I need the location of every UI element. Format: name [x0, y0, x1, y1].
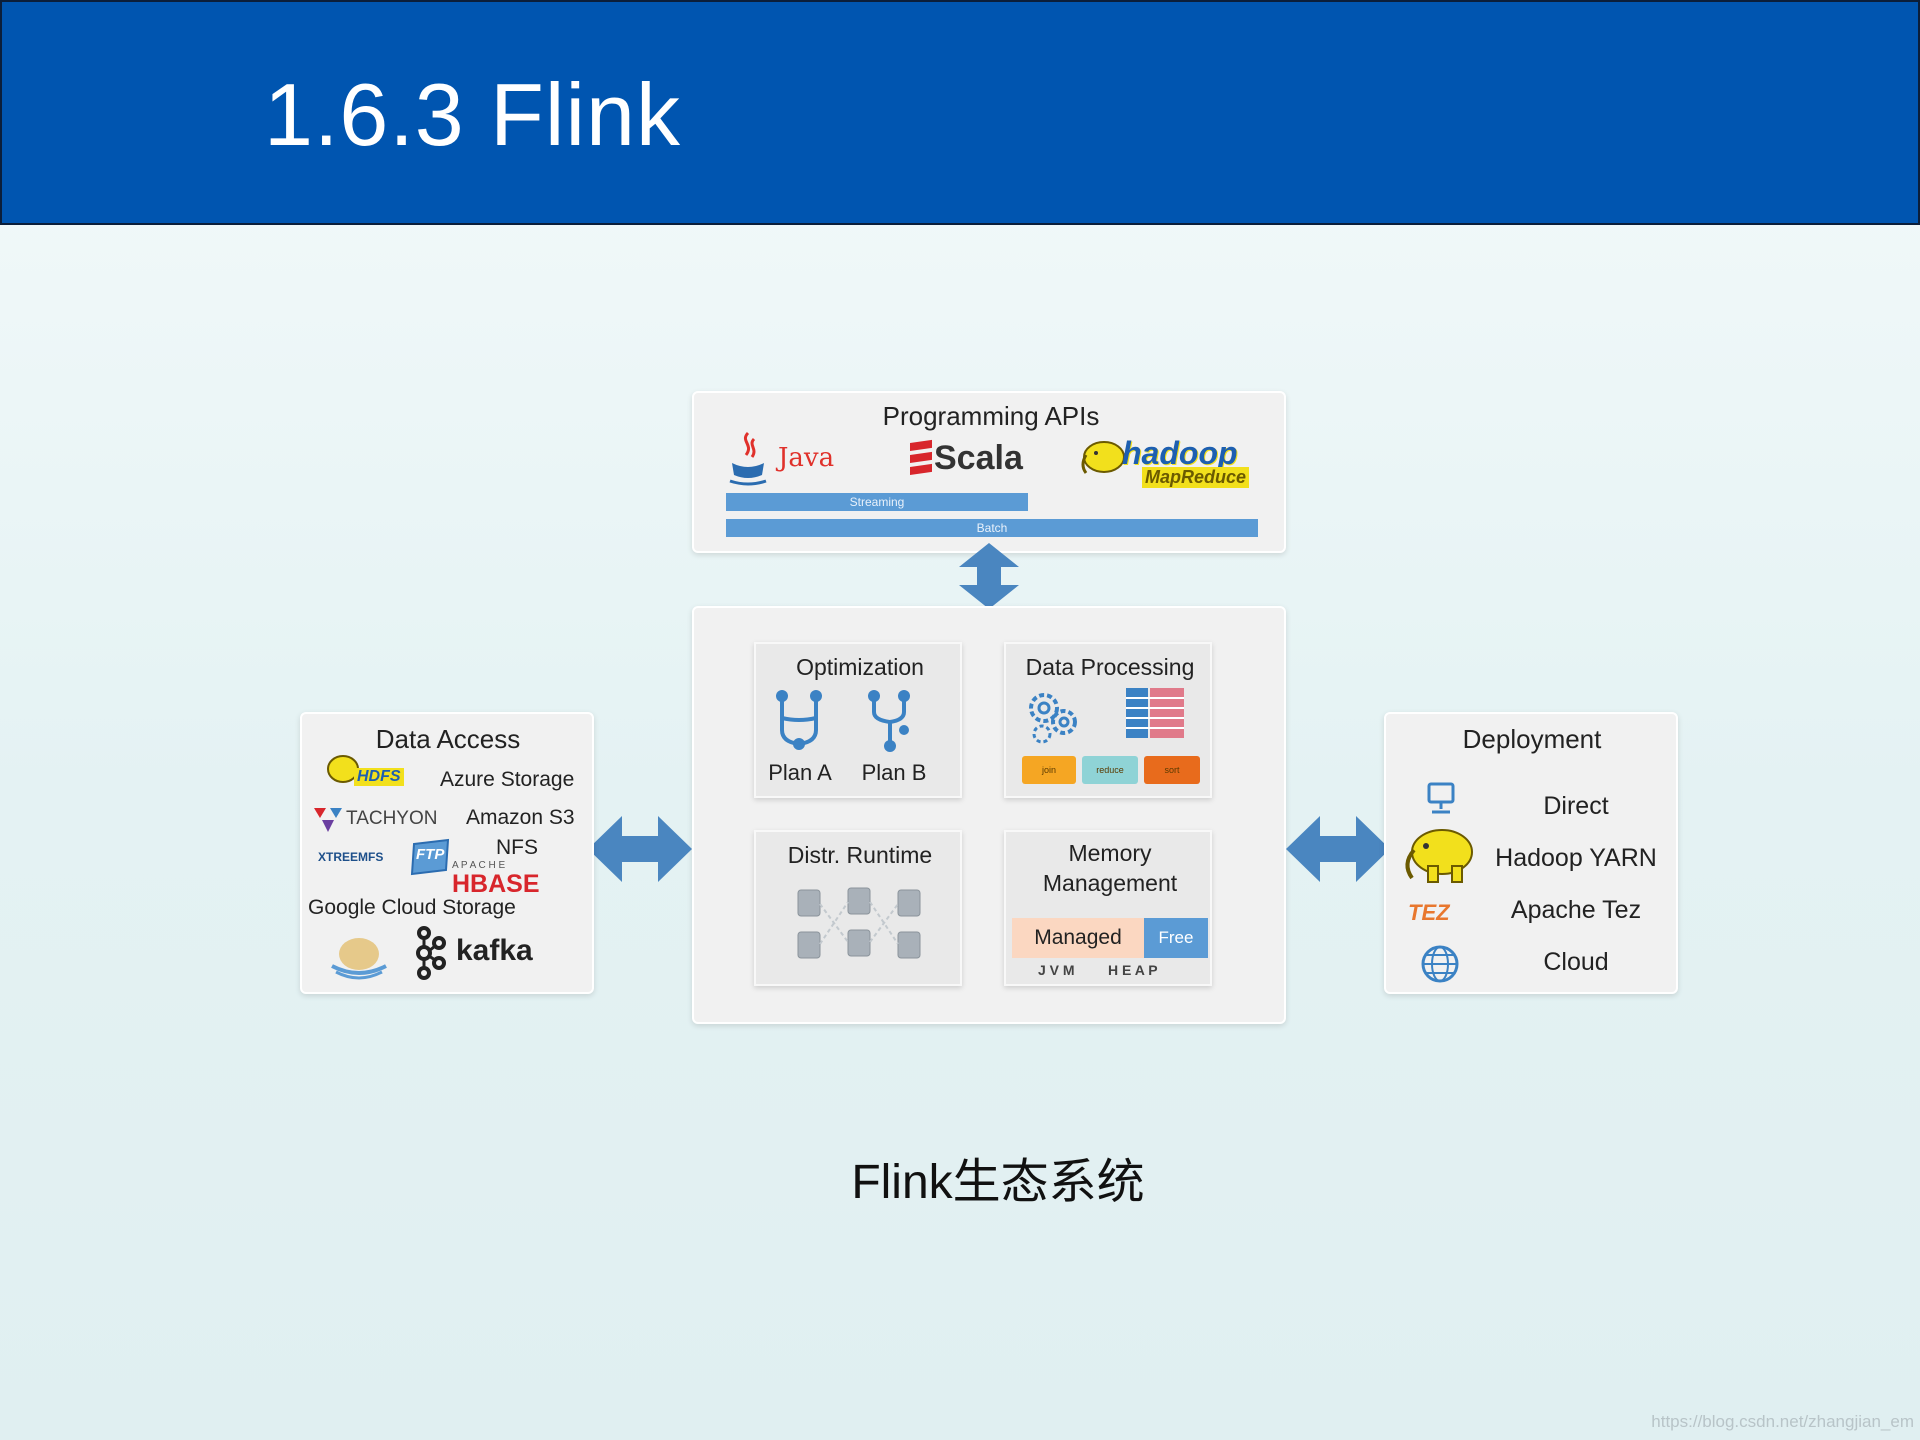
distr-runtime-title: Distr. Runtime [787, 842, 933, 868]
kafka-logo-text: kafka [456, 934, 533, 967]
watermark: https://blog.csdn.net/zhangjian_em [1651, 1412, 1914, 1431]
double-arrow-icon [1286, 816, 1390, 882]
slide-header: 1.6.3 Flink [0, 0, 1920, 225]
deployment-item-apache-tez: Apache Tez [1510, 896, 1642, 924]
hadoop-logo-text: hadoop [1122, 435, 1238, 471]
free-block: Free [1144, 918, 1208, 958]
data-access-title: Data Access [375, 724, 521, 754]
plan-a-label: Plan A [768, 760, 832, 785]
java-cup-icon [729, 431, 767, 486]
plan-graph-icon [776, 690, 822, 750]
distr-runtime-box: Distr. Runtime [754, 830, 962, 986]
jvm-label: J V M [1038, 962, 1075, 978]
programming-apis-panel: Programming APIs Java Scala hadoop MapRe… [692, 391, 1286, 553]
optimization-box: Optimization Plan A Plan B [754, 642, 962, 798]
tez-logo-text: TEZ [1408, 900, 1450, 925]
sort-tag: sort [1144, 756, 1200, 784]
hadoop-elephant-icon [1081, 441, 1125, 474]
xtreemfs-logo-text: XTREEMFS [318, 850, 384, 864]
monitor-icon [1427, 782, 1455, 814]
hbase-logo-text: HBASE [452, 870, 540, 898]
flink-core-panel: Optimization Plan A Plan B Data Processi… [692, 606, 1286, 1024]
plan-b-label: Plan B [861, 760, 927, 785]
deployment-panel: Deployment Direct Hadoop YARN TEZ Apache… [1384, 712, 1678, 994]
memory-title-line1: Memory [1068, 840, 1152, 866]
heap-label: H E A P [1108, 962, 1158, 978]
slide-title: 1.6.3 Flink [264, 65, 681, 164]
join-tag: join [1022, 756, 1076, 784]
plan-graph-icon [868, 690, 910, 752]
deployment-item-hadoop-yarn: Hadoop YARN [1495, 844, 1657, 872]
memory-title-line2: Management [1042, 870, 1178, 896]
scala-icon [910, 439, 932, 475]
table-icon [1126, 688, 1184, 738]
azure-storage-label: Azure Storage [440, 768, 575, 791]
google-cloud-storage-label: Google Cloud Storage [308, 896, 516, 919]
nfs-label: NFS [496, 836, 538, 859]
diagram-caption: Flink生态系统 [851, 1156, 1145, 1209]
data-access-panel: Data Access HDFS Azure Storage TACHYON A… [300, 712, 594, 994]
batch-bar: Batch [726, 519, 1258, 537]
deployment-item-cloud: Cloud [1543, 948, 1609, 976]
apache-label: A P A C H E [452, 860, 506, 871]
optimization-title: Optimization [796, 654, 924, 680]
amazon-s3-label: Amazon S3 [466, 806, 575, 829]
hadoop-elephant-icon [1405, 829, 1473, 883]
java-logo-text: Java [778, 443, 835, 473]
deployment-title: Deployment [1462, 724, 1602, 754]
ftp-icon [410, 838, 450, 876]
managed-block: Managed [1012, 918, 1144, 958]
reduce-tag: reduce [1082, 756, 1138, 784]
hdfs-logo-text: HDFS [354, 768, 404, 786]
tachyon-logo-text: TACHYON [346, 808, 438, 829]
data-processing-title: Data Processing [1025, 654, 1195, 680]
programming-apis-title: Programming APIs [882, 401, 1100, 431]
ftp-logo-text: FTP [416, 846, 445, 863]
gears-icon [1029, 693, 1077, 744]
memory-management-box: Memory Management Managed Free J V M H E… [1004, 830, 1212, 986]
streaming-bar: Streaming [726, 493, 1028, 511]
data-processing-box: Data Processing join reduce sort [1004, 642, 1212, 798]
server-icon [797, 887, 921, 959]
double-arrow-icon [959, 543, 1019, 609]
globe-icon [1421, 945, 1459, 983]
scala-logo-text: Scala [934, 439, 1023, 477]
kafka-icon [416, 926, 446, 980]
cassandra-icon [331, 938, 387, 980]
double-arrow-icon [588, 816, 692, 882]
deployment-item-direct: Direct [1543, 792, 1609, 820]
mapreduce-logo-text: MapReduce [1142, 467, 1250, 488]
tachyon-icon [314, 808, 342, 832]
